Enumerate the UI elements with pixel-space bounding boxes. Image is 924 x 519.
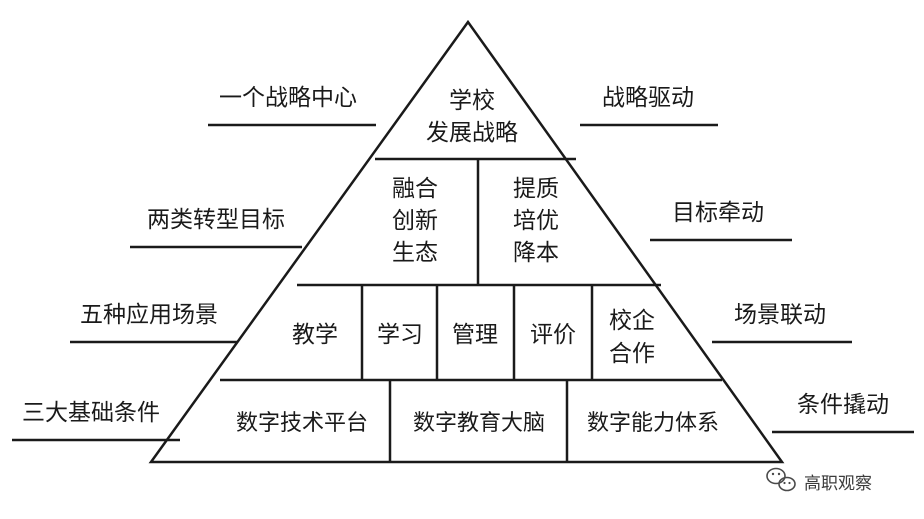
apex-cell: 学校 发展战略 [426,88,518,146]
right-label-strategy-driven: 战略驱动 [602,85,694,111]
pyramid-outline [148,19,785,464]
apex-text-line-2: 发展战略 [426,120,518,146]
level3-cell-school-enterprise-line-1: 校企 [609,308,655,334]
left-label-transformation-goals: 两类转型目标 [147,207,285,233]
level2-cell-left: 融合 创新 生态 [392,176,438,266]
left-label-application-scenes: 五种应用场景 [80,302,218,328]
level3-cell-evaluation: 评价 [530,322,576,348]
level3-cell-teaching: 教学 [292,322,338,348]
left-label-basic-conditions: 三大基础条件 [22,400,160,426]
level2-left-line-2: 创新 [392,208,438,234]
watermark: 高职观察 [766,467,872,494]
level2-right-line-1: 提质 [513,176,559,202]
level2-right-line-2: 培优 [513,208,559,234]
pyramid [148,19,785,464]
left-label-strategy-center: 一个战略中心 [219,85,357,111]
left-labels: 一个战略中心 两类转型目标 五种应用场景 三大基础条件 [12,85,376,442]
watermark-text: 高职观察 [804,474,872,494]
level2-left-line-1: 融合 [392,176,438,202]
right-label-goal-led: 目标牵动 [672,200,764,226]
right-label-condition-leveraged: 条件撬动 [797,392,889,418]
level4-cell-digital-capability-system: 数字能力体系 [587,411,719,436]
apex-text-line-1: 学校 [449,88,495,114]
level3-cell-learning: 学习 [377,322,423,348]
right-labels: 战略驱动 目标牵动 场景联动 条件撬动 [580,85,914,434]
level2-cell-right: 提质 培优 降本 [513,176,559,266]
level2-right-line-3: 降本 [513,240,559,266]
level3-cell-school-enterprise-line-2: 合作 [609,341,655,367]
level2-left-line-3: 生态 [392,240,438,266]
right-label-scene-linked: 场景联动 [734,302,826,328]
level4-cell-digital-education-brain: 数字教育大脑 [413,411,545,436]
level3-cell-school-enterprise: 校企 合作 [609,308,655,367]
wechat-icon [766,467,796,492]
level3-cell-management: 管理 [452,322,498,348]
level4-cell-digital-tech-platform: 数字技术平台 [236,411,368,436]
